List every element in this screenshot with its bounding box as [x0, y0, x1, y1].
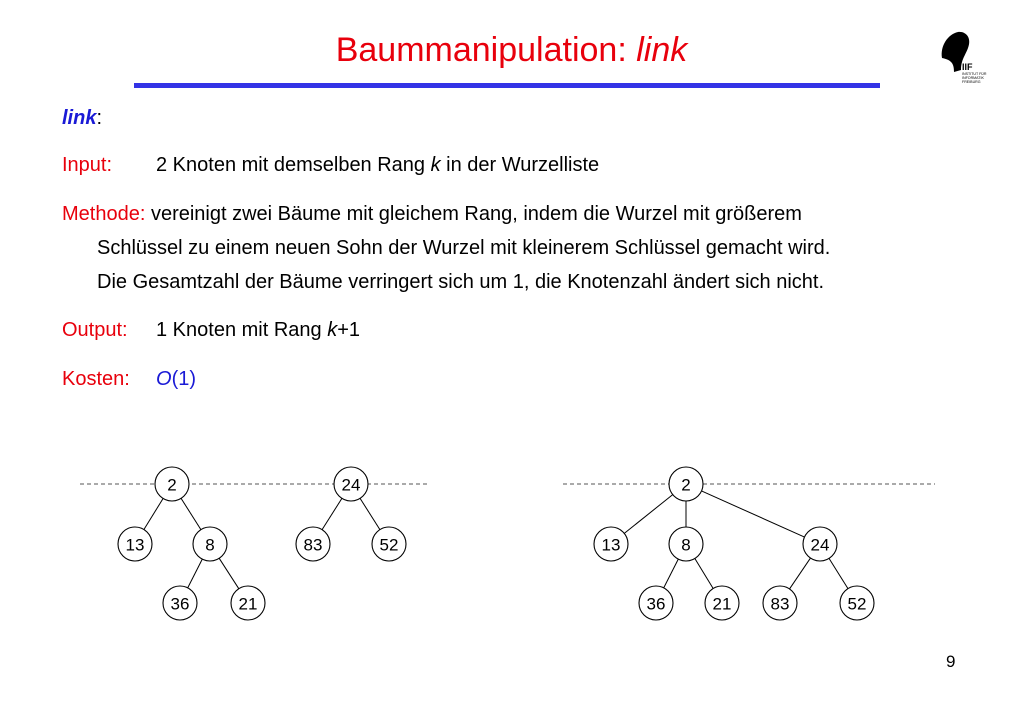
output-text: 1 Knoten mit Rang k+1	[156, 319, 361, 341]
title-underline	[134, 83, 880, 88]
node-circle	[371, 526, 407, 562]
node-key: 83	[771, 595, 790, 614]
page-number: 9	[946, 652, 956, 671]
tree-node-24: 24	[333, 466, 369, 502]
tree-node-83: 83	[295, 526, 331, 562]
node-circle	[117, 526, 153, 562]
tree-node-8: 8	[668, 526, 704, 562]
tree-edge	[701, 490, 805, 538]
node-circle	[333, 466, 369, 502]
node-key: 21	[713, 595, 732, 614]
tree-edge	[187, 558, 203, 589]
node-circle	[295, 526, 331, 562]
kosten-value: O(1)	[156, 368, 197, 390]
tree-edge	[694, 558, 714, 589]
svg-text:INSTITUT FÜR: INSTITUT FÜR	[962, 72, 987, 76]
node-circle	[802, 526, 838, 562]
methode-line3: Die Gesamtzahl der Bäume verringert sich…	[97, 271, 825, 293]
node-key: 2	[681, 476, 690, 495]
tree-node-36: 36	[162, 585, 198, 621]
node-key: 13	[602, 536, 621, 555]
node-circle	[154, 466, 190, 502]
tree-edge	[321, 498, 343, 530]
tree-node-2: 2	[668, 466, 704, 502]
heading-colon: :	[96, 107, 103, 129]
tree-edge	[143, 498, 164, 530]
kosten-line: Kosten: O(1)	[62, 367, 196, 391]
tree-node-2: 2	[154, 466, 190, 502]
node-key: 2	[167, 476, 176, 495]
svg-text:IIF: IIF	[962, 62, 973, 72]
node-key: 52	[380, 536, 399, 555]
svg-text:INFORMATIK: INFORMATIK	[962, 76, 984, 80]
tree-edge	[789, 557, 811, 590]
node-key: 13	[126, 536, 145, 555]
heading-line: link:	[62, 106, 102, 130]
node-circle	[704, 585, 740, 621]
heading-term: link	[62, 107, 97, 129]
node-circle	[638, 585, 674, 621]
tree-node-52: 52	[371, 526, 407, 562]
tree-node-24: 24	[802, 526, 838, 562]
title-italic: link	[636, 31, 688, 69]
methode-line1: Methode: vereinigt zwei Bäume mit gleich…	[62, 202, 802, 226]
node-key: 8	[205, 536, 214, 555]
tree-edge	[218, 558, 240, 589]
output-line: Output: 1 Knoten mit Rang k+1	[62, 318, 360, 342]
node-circle	[839, 585, 875, 621]
node-key: 36	[647, 595, 666, 614]
input-label: Input:	[62, 154, 113, 176]
tree-node-36: 36	[638, 585, 674, 621]
node-circle	[230, 585, 266, 621]
slide-title: Baummanipulation: link	[0, 30, 1023, 70]
tree-edge	[180, 498, 202, 530]
tree-edge	[359, 498, 381, 530]
node-key: 24	[342, 476, 361, 495]
node-key: 83	[304, 536, 323, 555]
node-circle	[762, 585, 798, 621]
input-text: 2 Knoten mit demselben Rang k in der Wur…	[156, 154, 600, 176]
node-circle	[593, 526, 629, 562]
node-key: 21	[239, 595, 258, 614]
kosten-label: Kosten:	[62, 368, 130, 390]
methode-line2: Schlüssel zu einem neuen Sohn der Wurzel…	[97, 237, 831, 259]
tree-node-8: 8	[192, 526, 228, 562]
tree-edge	[828, 558, 849, 589]
title-main: Baummanipulation:	[335, 31, 637, 69]
tree-node-21: 21	[230, 585, 266, 621]
tree-node-13: 13	[593, 526, 629, 562]
tree-edge	[623, 494, 674, 534]
methode-label: Methode:	[62, 203, 146, 225]
input-line: Input: 2 Knoten mit demselben Rang k in …	[62, 153, 599, 177]
node-key: 24	[811, 536, 830, 555]
tree-node-83: 83	[762, 585, 798, 621]
svg-text:FREIBURG: FREIBURG	[962, 80, 981, 84]
node-circle	[668, 526, 704, 562]
node-key: 52	[848, 595, 867, 614]
tree-node-52: 52	[839, 585, 875, 621]
tree-node-21: 21	[704, 585, 740, 621]
output-label: Output:	[62, 319, 128, 341]
node-circle	[162, 585, 198, 621]
tree-node-13: 13	[117, 526, 153, 562]
node-circle	[192, 526, 228, 562]
node-key: 36	[171, 595, 190, 614]
iif-logo: IIF INSTITUT FÜR INFORMATIK FREIBURG	[941, 31, 987, 84]
tree-edge	[663, 558, 679, 589]
node-circle	[668, 466, 704, 502]
node-key: 8	[681, 536, 690, 555]
methode-text1: vereinigt zwei Bäume mit gleichem Rang, …	[145, 203, 802, 225]
